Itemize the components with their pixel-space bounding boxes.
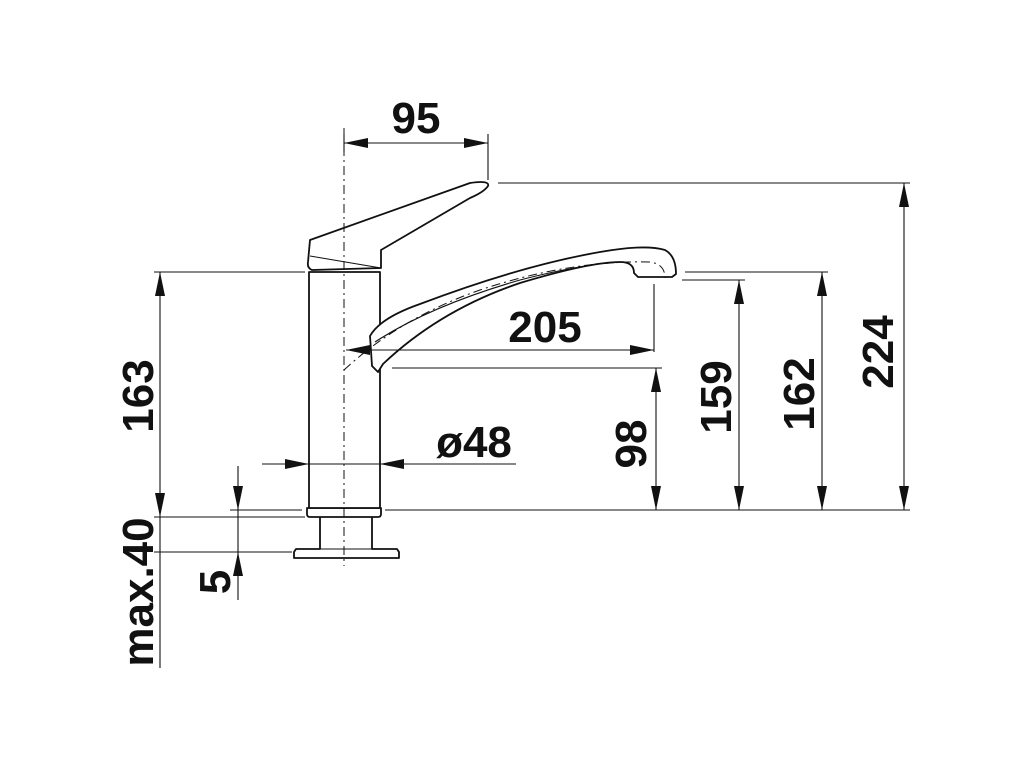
arrow-162-bottom <box>817 486 827 510</box>
arrow-5-top <box>233 486 243 510</box>
arrow-48-left <box>285 459 309 469</box>
arrow-98-bottom <box>651 486 661 510</box>
dimension-lines <box>155 138 909 668</box>
faucet-outline <box>293 181 677 559</box>
centerlines <box>343 128 666 566</box>
label-163: 163 <box>114 359 163 432</box>
lever-handle <box>306 181 490 271</box>
lever-seam <box>309 255 382 269</box>
arrow-95-left <box>344 138 368 148</box>
arrow-163-top <box>155 272 165 296</box>
spout <box>369 246 677 373</box>
label-205: 205 <box>508 303 581 352</box>
base-plate <box>293 515 400 559</box>
arrow-162-top <box>817 272 827 296</box>
dimension-labels: 95 205 ø48 163 max.40 5 98 159 162 224 <box>114 94 903 667</box>
faucet-body <box>308 271 381 509</box>
label-159: 159 <box>692 360 741 433</box>
label-95: 95 <box>392 94 441 143</box>
label-98: 98 <box>607 420 656 469</box>
arrow-159-top <box>734 280 744 304</box>
spout-centerline <box>343 261 666 371</box>
arrow-5-bottom <box>233 552 243 576</box>
arrow-163-bottom <box>155 493 165 517</box>
label-max40: max.40 <box>114 517 163 666</box>
arrow-205-left <box>346 345 370 355</box>
arrow-95-right <box>464 138 488 148</box>
arrow-159-bottom <box>734 486 744 510</box>
label-224: 224 <box>854 315 903 389</box>
arrow-98-top <box>651 368 661 392</box>
label-162: 162 <box>775 357 824 430</box>
label-diameter-48: ø48 <box>436 418 512 467</box>
label-5: 5 <box>191 570 240 594</box>
arrow-48-right <box>380 459 404 469</box>
arrow-224-top <box>899 183 909 207</box>
extension-lines <box>154 134 910 553</box>
arrow-224-bottom <box>899 486 909 510</box>
arrow-205-right <box>630 345 654 355</box>
